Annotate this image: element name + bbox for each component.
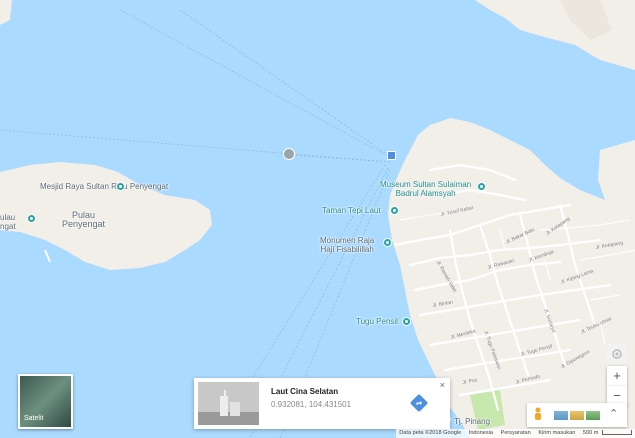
poi-pin-icon[interactable] [116,182,125,191]
scale-label: 500 m [582,430,599,436]
label-tugu: Tugu Pensil [356,317,398,326]
poi-pin-icon[interactable] [390,206,399,215]
label-tpinang: Tj. Pinang [454,417,491,426]
place-thumbnail[interactable] [198,382,259,425]
satellite-toggle-button[interactable]: Satelit [18,374,73,429]
layer-thumbnail-icon[interactable] [554,411,568,420]
label-pulau-penyengat: Pulau Penyengat [62,210,106,229]
satellite-label: Satelit [24,415,44,422]
country-label: Indonesia [468,430,494,436]
place-info-card[interactable]: Laut Cina Selatan 0.932081, 104.431501 × [194,378,450,429]
layer-thumbnail-icon[interactable] [586,411,600,420]
layer-thumbnail-icon[interactable] [570,411,584,420]
map-toolbar: ⌃ [527,403,627,427]
label-monumen: Monumen Raja Haji Fisabilillah [320,236,375,254]
compass-pin-icon[interactable] [283,148,295,160]
terms-link[interactable]: Persyaratan [500,430,531,436]
label-museum: Museum Sultan Sulaiman Badrul Alamsyah [380,180,472,198]
poi-pin-icon[interactable] [27,214,36,223]
poi-pin-icon[interactable] [383,238,392,247]
poi-pin-icon[interactable] [402,317,411,326]
label-pulau-left: ulau ngat [0,213,16,231]
place-title: Laut Cina Selatan [271,387,339,396]
scale-bar [602,430,632,436]
close-icon[interactable]: × [439,380,445,390]
zoom-out-button[interactable]: − [607,386,627,406]
zoom-in-button[interactable]: + [607,366,627,386]
place-coordinates: 0.932081, 104.431501 [271,400,352,409]
my-location-icon[interactable] [607,344,627,364]
ferry-icon[interactable] [387,151,396,160]
pegman-icon[interactable] [533,407,543,423]
zoom-controls: + − [607,366,627,406]
directions-icon[interactable] [410,394,428,412]
poi-pin-icon[interactable] [477,182,486,191]
feedback-link[interactable]: Kirim masukan [538,430,576,436]
label-mesjid: Mesjid Raya Sultan Riau Penyengat [40,182,169,191]
expand-icon[interactable]: ⌃ [609,408,619,420]
map-footer: Data peta ©2018 Google Indonesia Persyar… [396,429,635,438]
label-taman: Taman Tepi Laut [322,206,381,215]
map-data-attribution: Data peta ©2018 Google [399,430,462,436]
